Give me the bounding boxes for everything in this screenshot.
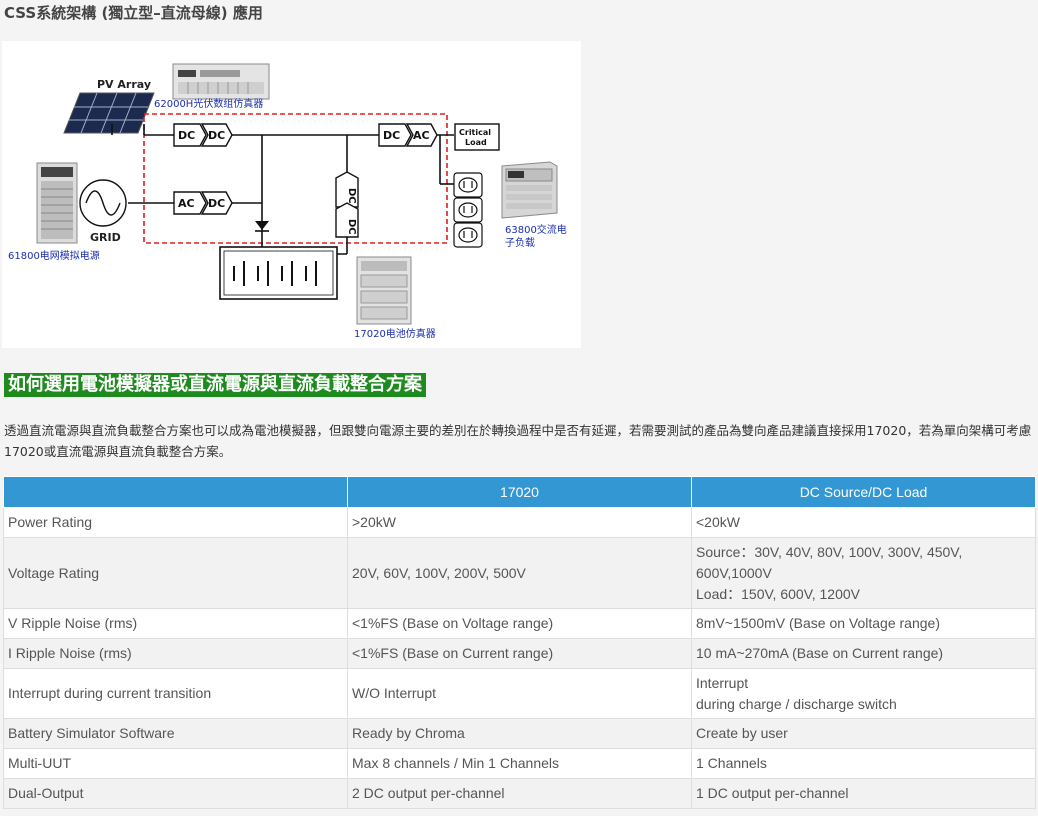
- table-row: Battery Simulator Software Ready by Chro…: [3, 718, 1036, 749]
- row-label: Dual-Output: [3, 778, 348, 809]
- cell-17020: Ready by Chroma: [347, 718, 692, 749]
- row-label: I Ripple Noise (rms): [3, 638, 348, 669]
- architecture-diagram: PV Array 62000H光伏数组仿真器 DC: [2, 41, 581, 348]
- cell-line: Interrupt: [696, 674, 749, 691]
- table-row: Multi-UUT Max 8 channels / Min 1 Channel…: [3, 748, 1036, 779]
- ac-dc-converter: AC DC: [173, 191, 233, 215]
- cell-17020: >20kW: [347, 507, 692, 538]
- svg-text:Load: Load: [465, 138, 487, 147]
- svg-text:DC: DC: [208, 129, 225, 142]
- svg-text:AC: AC: [413, 129, 430, 142]
- svg-text:DC: DC: [346, 219, 357, 235]
- table-row: I Ripple Noise (rms) <1%FS (Base on Curr…: [3, 638, 1036, 669]
- table-row: Voltage Rating 20V, 60V, 100V, 200V, 500…: [3, 537, 1036, 609]
- table-row: Power Rating >20kW <20kW: [3, 507, 1036, 538]
- row-label: Voltage Rating: [3, 537, 348, 609]
- cell-dc: 1 DC output per-channel: [691, 778, 1036, 809]
- cell-17020: 20V, 60V, 100V, 200V, 500V: [347, 537, 692, 609]
- dc-ac-inverter: DC AC: [378, 123, 438, 147]
- ac-load-device-icon: [501, 161, 558, 219]
- row-label: Interrupt during current transition: [3, 668, 348, 719]
- critical-load-box: Critical Load: [454, 123, 500, 151]
- svg-text:DC: DC: [178, 129, 195, 142]
- cell-dc: Create by user: [691, 718, 1036, 749]
- svg-text:DC: DC: [346, 188, 357, 204]
- grid-simulator-device-icon: [36, 162, 78, 244]
- cell-line: during charge / discharge switch: [696, 695, 897, 712]
- grid-simulator-label: 61800电网模拟电源: [8, 249, 100, 262]
- cell-17020: <1%FS (Base on Current range): [347, 638, 692, 669]
- pv-simulator-device-icon: [172, 63, 270, 100]
- dc-dc-converter-top: DC DC: [173, 123, 233, 147]
- grid-label: GRID: [90, 231, 121, 244]
- cell-17020: Max 8 channels / Min 1 Channels: [347, 748, 692, 779]
- table-row: Interrupt during current transition W/O …: [3, 668, 1036, 719]
- cell-17020: <1%FS (Base on Voltage range): [347, 608, 692, 639]
- cell-dc: 8mV~1500mV (Base on Voltage range): [691, 608, 1036, 639]
- pv-simulator-label: 62000H光伏数组仿真器: [154, 97, 263, 110]
- svg-text:DC: DC: [208, 197, 225, 210]
- row-label: Battery Simulator Software: [3, 718, 348, 749]
- cell-dc: 10 mA~270mA (Base on Current range): [691, 638, 1036, 669]
- cell-dc: Interrupt during charge / discharge swit…: [691, 668, 1036, 719]
- battery-simulator-device-icon: [356, 256, 412, 325]
- cell-dc: 1 Channels: [691, 748, 1036, 779]
- pv-array-label: PV Array: [97, 78, 151, 91]
- row-label: V Ripple Noise (rms): [3, 608, 348, 639]
- dc-dc-converter-vertical: DC DC: [335, 171, 359, 238]
- ac-load-label-1: 63800交流电: [505, 223, 567, 236]
- header-17020: 17020: [347, 476, 692, 508]
- cell-line: 600V,1000V: [696, 564, 772, 581]
- row-label: Multi-UUT: [3, 748, 348, 779]
- ac-outlet-icons: [453, 172, 483, 248]
- table-header-row: 17020 DC Source/DC Load: [3, 476, 1036, 508]
- table-row: Dual-Output 2 DC output per-channel 1 DC…: [3, 778, 1036, 809]
- cell-17020: W/O Interrupt: [347, 668, 692, 719]
- row-label: Power Rating: [3, 507, 348, 538]
- diode-icon: [255, 221, 269, 232]
- intro-paragraph: 透過直流電源與直流負載整合方案也可以成為電池模擬器，但跟雙向電源主要的差別在於轉…: [4, 423, 1032, 459]
- cell-line: Load：150V, 600V, 1200V: [696, 585, 861, 602]
- table-row: V Ripple Noise (rms) <1%FS (Base on Volt…: [3, 608, 1036, 639]
- svg-text:Critical: Critical: [459, 128, 491, 137]
- page-title: CSS系統架構 (獨立型–直流母線) 應用: [4, 4, 263, 22]
- header-blank: [3, 476, 348, 508]
- cell-line: Source：30V, 40V, 80V, 100V, 300V, 450V,: [696, 543, 963, 560]
- header-dc-source-load: DC Source/DC Load: [691, 476, 1036, 508]
- pv-array-icon: [63, 92, 155, 134]
- cell-dc: Source：30V, 40V, 80V, 100V, 300V, 450V, …: [691, 537, 1036, 609]
- cell-dc: <20kW: [691, 507, 1036, 538]
- battery-icon: [219, 246, 338, 300]
- ac-load-label-2: 子负载: [505, 236, 535, 249]
- comparison-table: 17020 DC Source/DC Load Power Rating >20…: [3, 476, 1036, 809]
- cell-17020: 2 DC output per-channel: [347, 778, 692, 809]
- svg-text:AC: AC: [178, 197, 195, 210]
- grid-sine-icon: [79, 179, 127, 227]
- battery-simulator-label: 17020电池仿真器: [354, 327, 436, 340]
- svg-text:DC: DC: [383, 129, 400, 142]
- section-heading: 如何選用電池模擬器或直流電源與直流負載整合方案: [4, 373, 426, 397]
